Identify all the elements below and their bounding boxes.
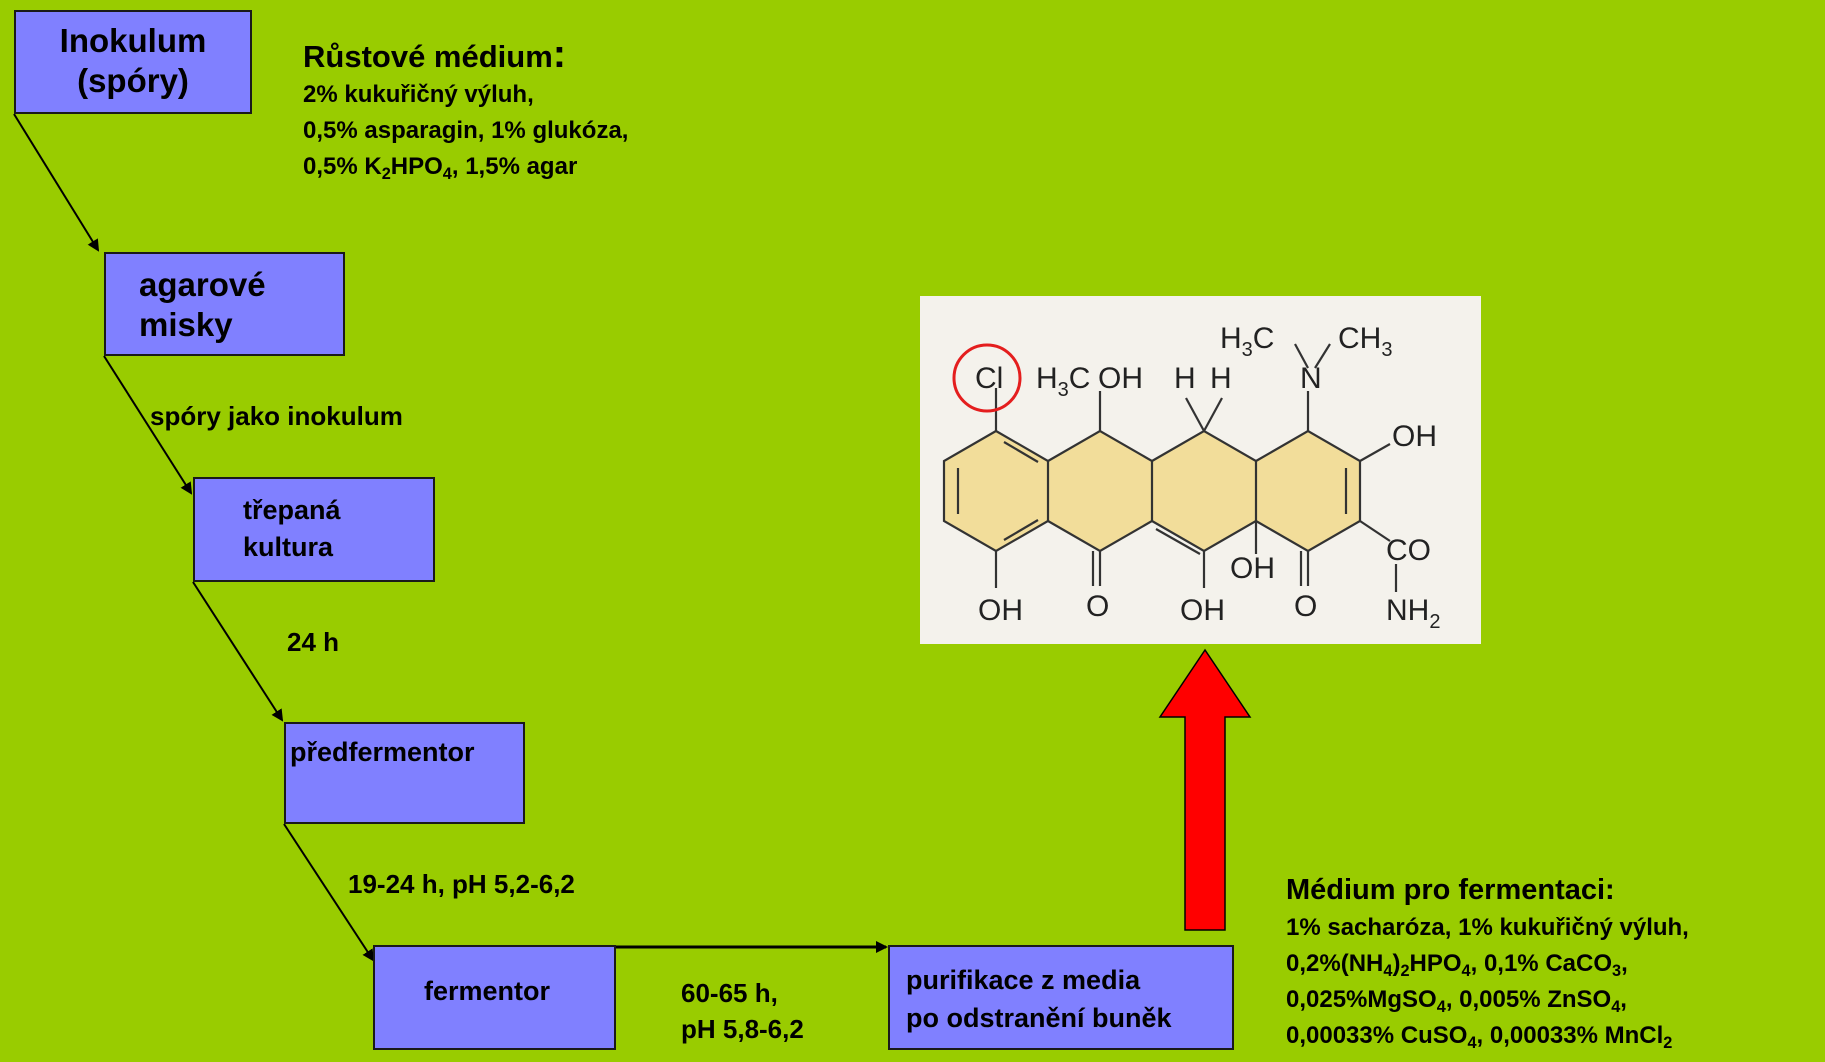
arrow-trepana-to-predferm (192, 581, 284, 722)
growth-medium: Růstové médium: 2% kukuřičný výluh, 0,5%… (303, 34, 628, 185)
condition-fermentor: 60-65 h, pH 5,8-6,2 (681, 975, 804, 1047)
label-ch3-top: CH3 (1338, 322, 1392, 361)
chlorine-highlight-circle (952, 343, 1022, 413)
step-agarove-line1: agarové (139, 266, 266, 303)
label-oh-bottom-1: OH (978, 594, 1023, 627)
label-oh-bottom-2: OH (1180, 594, 1225, 627)
label-o-bottom-2: O (1294, 590, 1317, 623)
label-oh-mid: OH (1098, 362, 1143, 395)
structure-drawing: Cl H3C CH3 N H3C OH H H OH CO NH2 OH O O… (942, 322, 1440, 633)
atom-labels: Cl H3C CH3 N H3C OH H H OH CO NH2 OH O O… (975, 322, 1440, 633)
step-predfermentor-label: předfermentor (290, 737, 475, 767)
condition-fermentor-ph: pH 5,8-6,2 (681, 1014, 804, 1044)
label-nh2: NH2 (1386, 594, 1440, 633)
label-o-bottom-1: O (1086, 590, 1109, 623)
step-purifikace: purifikace z media po odstranění buněk (888, 945, 1234, 1050)
label-cl: Cl (975, 362, 1003, 395)
arrow-agar-to-trepana (103, 355, 193, 495)
fermentation-medium-line4: 0,00033% CuSO4, 0,00033% MnCl2 (1286, 1022, 1673, 1053)
step-trepana-line1: třepaná (243, 495, 341, 525)
growth-medium-title-colon: : (552, 32, 567, 76)
label-oh-bottom-3: OH (1230, 552, 1275, 585)
step-fermentor-label: fermentor (424, 976, 551, 1006)
step-inokulum: Inokulum (spóry) (14, 10, 252, 114)
step-agarove-line2: misky (139, 306, 233, 343)
label-h-right: H (1210, 362, 1232, 395)
red-up-arrow (1158, 648, 1252, 931)
step-inokulum-line1: Inokulum (59, 22, 207, 59)
arrow-predferm-to-ferm (283, 823, 375, 962)
label-h-left: H (1174, 362, 1196, 395)
label-oh-right: OH (1392, 420, 1437, 453)
ring-c-fill (1152, 431, 1256, 551)
step-inokulum-line2: (spóry) (77, 62, 189, 99)
fermentation-medium-line3: 0,025%MgSO4, 0,005% ZnSO4, (1286, 986, 1627, 1017)
step-trepana-line2: kultura (243, 532, 334, 562)
step-agarove-misky: agarové misky (104, 252, 345, 356)
condition-fermentor-time: 60-65 h, (681, 978, 778, 1008)
ring-b-fill (1048, 431, 1152, 551)
step-fermentor: fermentor (373, 945, 616, 1050)
step-trepana-kultura: třepaná kultura (193, 477, 435, 582)
label-co: CO (1386, 534, 1431, 567)
growth-medium-line1: 2% kukuřičný výluh, (303, 81, 534, 108)
growth-medium-title-text: Růstové médium (303, 39, 553, 74)
fermentation-medium-title: Médium pro fermentaci: (1286, 874, 1615, 906)
ring-d-fill (1256, 431, 1360, 551)
condition-24h: 24 h (287, 627, 340, 657)
step-predfermentor: předfermentor (284, 722, 525, 824)
fermentation-medium-line1: 1% sacharóza, 1% kukuřičný výluh, (1286, 914, 1689, 941)
ring-a-fill (944, 431, 1048, 551)
growth-medium-title: Růstové médium: (303, 34, 628, 77)
label-h3c-oh: H3C (1036, 362, 1090, 401)
step-purifikace-line1: purifikace z media (906, 965, 1141, 995)
fermentation-medium: Médium pro fermentaci: 1% sacharóza, 1% … (1286, 870, 1689, 1054)
step-purifikace-line2: po odstranění buněk (906, 1003, 1172, 1033)
growth-medium-line2: 0,5% asparagin, 1% glukóza, (303, 117, 629, 144)
label-h3c-top: H3C (1220, 322, 1274, 361)
chlortetracycline-structure: Cl H3C CH3 N H3C OH H H OH CO NH2 OH O O… (920, 296, 1481, 644)
condition-spory-inokulum: spóry jako inokulum (150, 401, 403, 431)
fermentation-medium-line2: 0,2%(NH4)2HPO4, 0,1% CaCO3, (1286, 950, 1628, 981)
condition-predfermentor: 19-24 h, pH 5,2-6,2 (348, 869, 575, 899)
arrow-inokulum-to-agar (13, 113, 100, 252)
ring-bonds (942, 343, 1398, 592)
label-n: N (1300, 362, 1322, 395)
growth-medium-line3: 0,5% K2HPO4, 1,5% agar (303, 153, 578, 184)
